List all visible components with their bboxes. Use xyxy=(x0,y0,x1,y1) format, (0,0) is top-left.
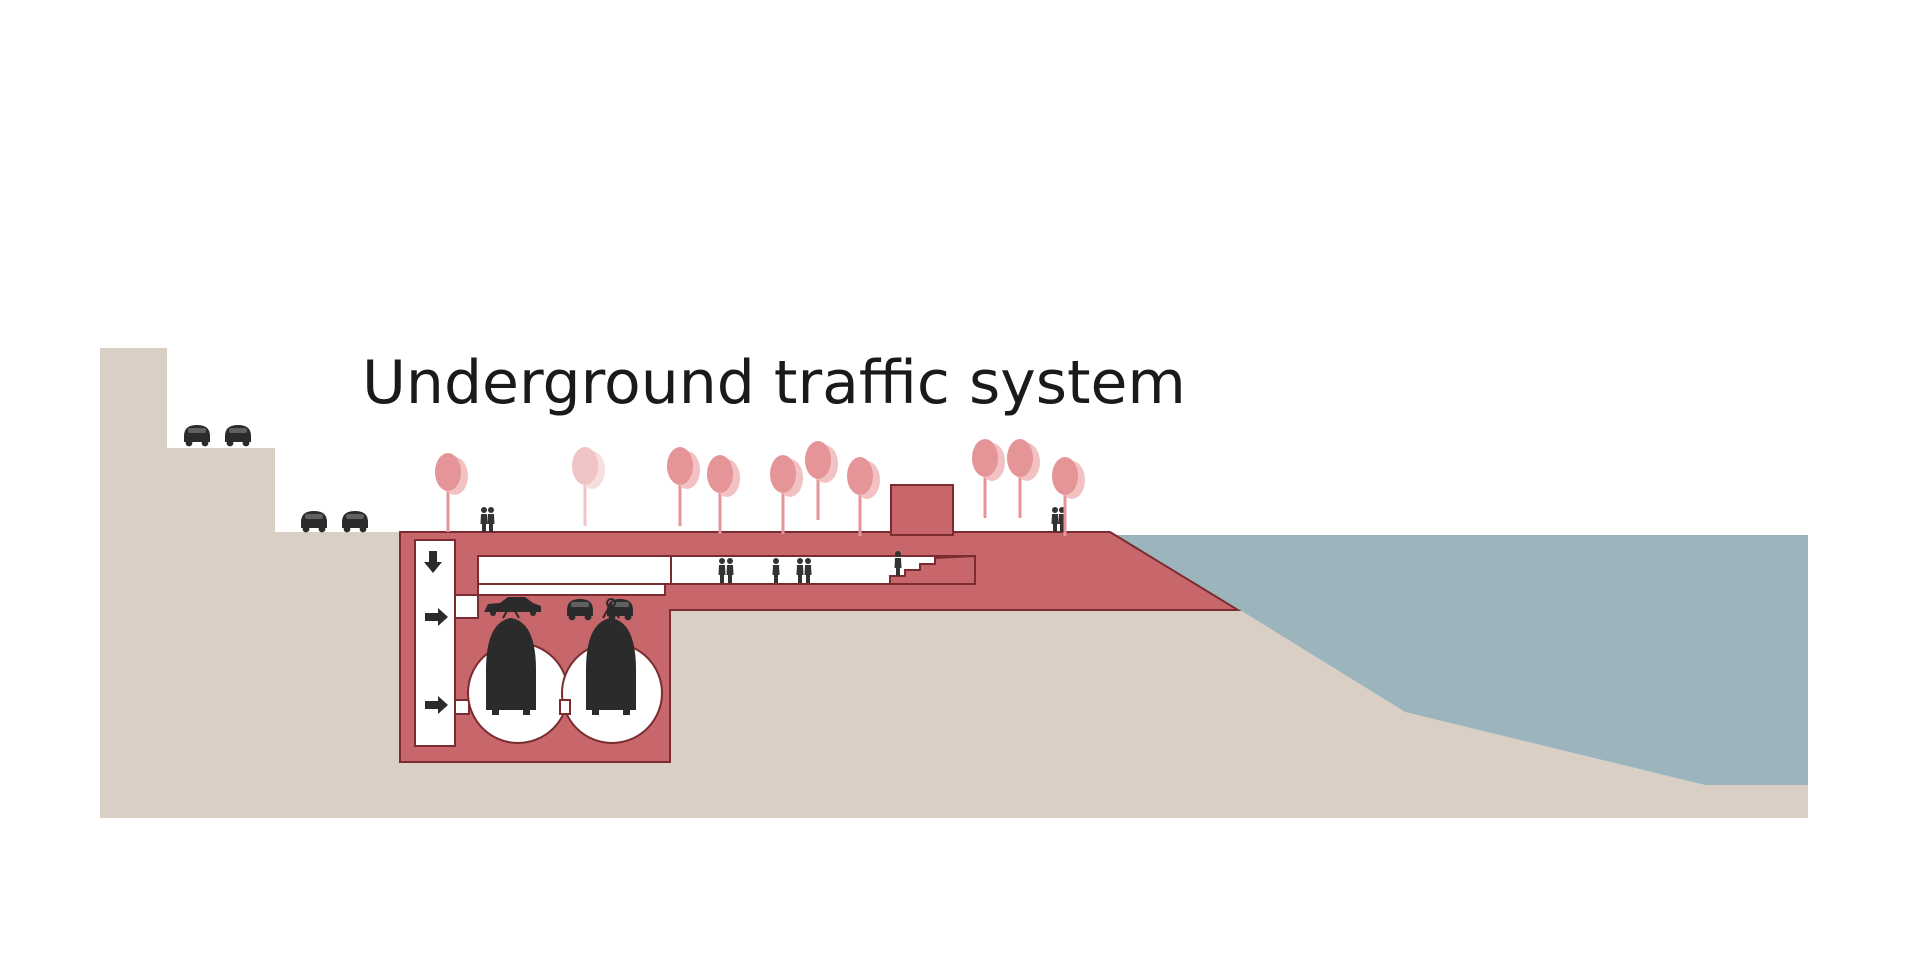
water-body xyxy=(1112,535,1808,785)
car-icon xyxy=(342,511,368,533)
tunnel-link xyxy=(559,699,571,715)
tree-icon xyxy=(707,455,740,534)
stairway xyxy=(889,554,976,585)
tree-icon xyxy=(667,447,700,526)
tree-icon xyxy=(435,453,468,532)
car-icon xyxy=(225,425,251,447)
vertical-shaft xyxy=(414,539,456,747)
sedan-icon xyxy=(484,597,541,612)
person-icon xyxy=(1051,507,1059,532)
person-icon xyxy=(487,507,495,532)
tree-icon xyxy=(805,441,838,520)
diagram-title: Underground traffic system xyxy=(362,348,1186,418)
tree-icon xyxy=(770,455,803,534)
arrow-down-icon xyxy=(424,551,442,573)
ground-section xyxy=(100,348,1808,818)
car-icon xyxy=(184,425,210,447)
tree-icon xyxy=(972,439,1005,518)
tree-icon xyxy=(572,447,605,526)
car-icon xyxy=(301,511,327,533)
ventilation-tower xyxy=(890,484,954,536)
tunnel-connector-lower xyxy=(454,699,470,715)
person-icon xyxy=(480,507,488,532)
tree-icon xyxy=(847,457,880,536)
tree-icon xyxy=(1007,439,1040,518)
